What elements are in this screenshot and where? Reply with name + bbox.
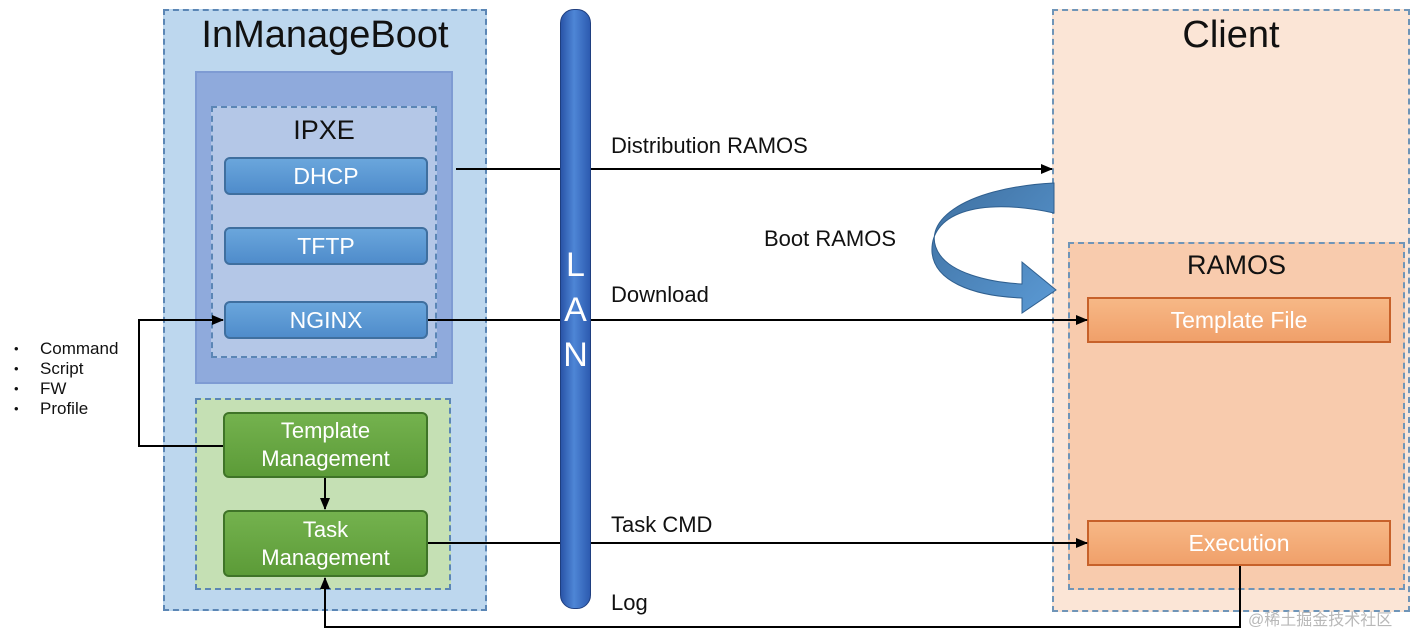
task-management: Task Management xyxy=(223,510,428,577)
template-management: Template Management xyxy=(223,412,428,478)
download-label: Download xyxy=(611,282,709,307)
ramos-title: RAMOS xyxy=(1186,250,1286,280)
nginx-service: NGINX xyxy=(224,301,428,339)
execution-box: Execution xyxy=(1087,520,1391,566)
list-item: Profile xyxy=(10,399,118,419)
boot-curved-arrow xyxy=(931,182,1057,314)
boot-label: Boot RAMOS xyxy=(764,226,897,251)
task-cmd-label: Task CMD xyxy=(611,512,713,537)
inmanageboot-title: InManageBoot xyxy=(201,14,449,56)
lan-bus xyxy=(560,9,591,609)
dhcp-service: DHCP xyxy=(224,157,428,195)
lan-label-a: A xyxy=(564,291,587,329)
client-title: Client xyxy=(1182,14,1280,56)
lan-label-l: L xyxy=(566,246,585,284)
ipxe-title: IPXE xyxy=(293,115,355,145)
list-item: FW xyxy=(10,379,118,399)
watermark: @稀土掘金技术社区 xyxy=(1248,612,1393,629)
log-arrow xyxy=(320,566,1241,628)
distribution-label: Distribution RAMOS xyxy=(611,133,808,158)
template-file-box: Template File xyxy=(1087,297,1391,343)
template-items-list: Command Script FW Profile xyxy=(10,339,118,419)
template-to-nginx-arrow xyxy=(138,315,224,447)
tftp-service: TFTP xyxy=(224,227,428,265)
log-label: Log xyxy=(611,590,648,615)
list-item: Command xyxy=(10,339,118,359)
list-item: Script xyxy=(10,359,118,379)
lan-label-n: N xyxy=(563,336,588,374)
